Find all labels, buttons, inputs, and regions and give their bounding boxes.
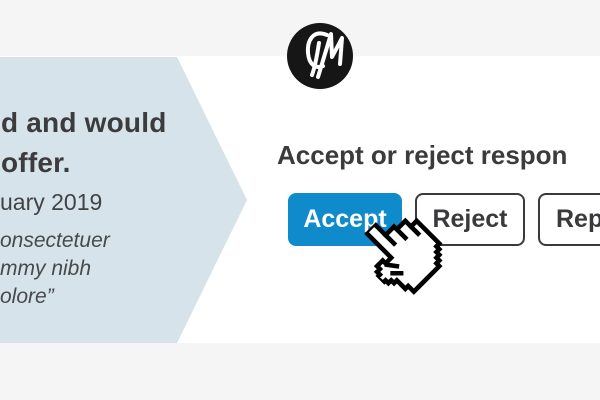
accept-button[interactable]: Accept	[288, 193, 402, 246]
quote-line3: olore”	[0, 285, 54, 308]
testimonial-arrow-shape	[0, 57, 247, 343]
quote-line2: mmy nibh	[0, 257, 92, 280]
testimonial-date: uary 2019	[0, 189, 103, 215]
testimonial-panel: d and would offer. uary 2019 onsectetuer…	[0, 0, 250, 400]
testimonial-headline: d and would offer.	[1, 103, 167, 183]
quote-line1: onsectetuer	[0, 229, 110, 252]
reply-button[interactable]: Rep	[538, 193, 600, 246]
testimonial-quote: onsectetuer mmy nibh olore”	[0, 227, 110, 311]
testimonial-headline-line1: d and would	[1, 107, 167, 138]
gm-logo-icon	[287, 23, 353, 89]
bottom-band	[0, 343, 600, 400]
page-title: Accept or reject respon	[277, 140, 568, 170]
testimonial-headline-line2: offer.	[1, 147, 71, 178]
reject-button[interactable]: Reject	[415, 193, 525, 246]
